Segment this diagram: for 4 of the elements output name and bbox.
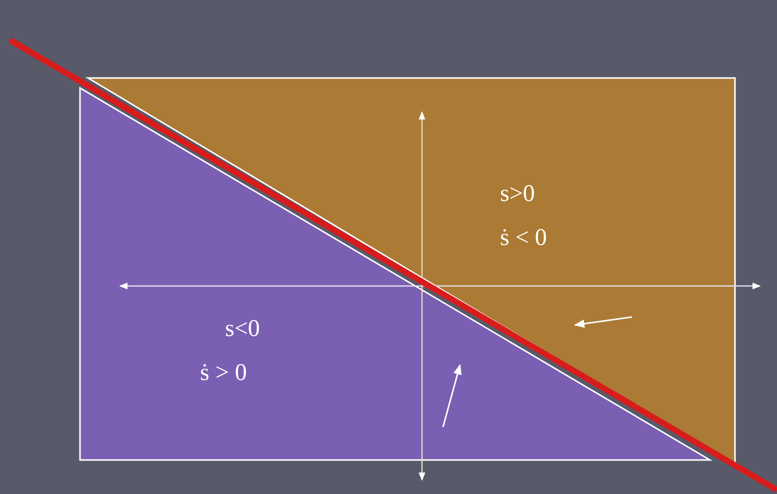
inequality-label: ṡ < 0: [500, 224, 547, 252]
inequality-label: s<0: [225, 315, 260, 343]
inequality-label: s>0: [500, 180, 535, 208]
inequality-label: ṡ > 0: [200, 359, 247, 387]
